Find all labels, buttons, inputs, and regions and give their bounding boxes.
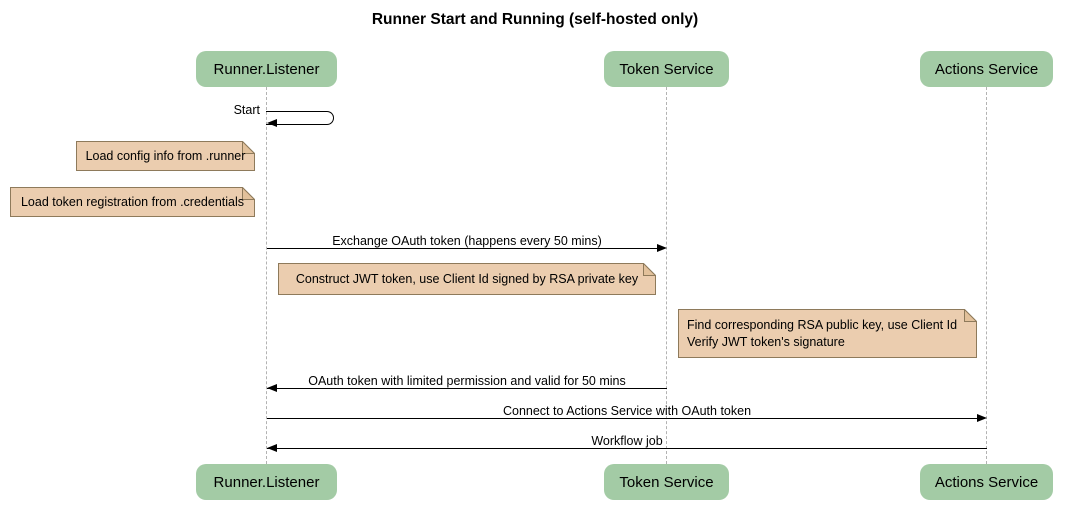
actor-label: Actions Service [934, 473, 1039, 491]
message-label-exchange-oauth: Exchange OAuth token (happens every 50 m… [332, 234, 602, 248]
message-label-connect-actions: Connect to Actions Service with OAuth to… [502, 404, 752, 418]
actor-runner-listener-bottom: Runner.Listener [196, 464, 337, 500]
note-verify-jwt: Find corresponding RSA public key, use C… [678, 309, 977, 358]
actor-token-service-bottom: Token Service [604, 464, 729, 500]
note-text: Construct JWT token, use Client Id signe… [295, 271, 639, 286]
note-text: Find corresponding RSA public key, use C… [687, 317, 958, 349]
actor-label: Actions Service [934, 60, 1039, 78]
note-load-token-registration: Load token registration from .credential… [10, 187, 255, 217]
actor-actions-service-top: Actions Service [920, 51, 1053, 87]
note-shape [10, 187, 255, 217]
diagram-title: Runner Start and Running (self-hosted on… [371, 11, 699, 28]
actor-label: Runner.Listener [213, 60, 320, 78]
note-construct-jwt: Construct JWT token, use Client Id signe… [278, 263, 656, 295]
note-shape [76, 141, 255, 171]
message-label-start: Start [233, 103, 260, 117]
arrowhead-connect-actions [977, 414, 987, 422]
message-line-connect-actions [267, 418, 977, 419]
self-message-arrow-start [266, 111, 334, 125]
lifeline-runner-listener [266, 87, 267, 464]
actor-token-service-top: Token Service [604, 51, 729, 87]
arrowhead-exchange-oauth [657, 244, 667, 252]
actor-label: Runner.Listener [213, 473, 320, 491]
actor-actions-service-bottom: Actions Service [920, 464, 1053, 500]
note-load-config: Load config info from .runner [76, 141, 255, 171]
message-line-workflow-job [267, 448, 987, 449]
message-label-oauth-token-back: OAuth token with limited permission and … [308, 374, 626, 388]
lifeline-actions-service [986, 87, 987, 464]
note-shape [278, 263, 656, 295]
actor-label: Token Service [619, 473, 714, 491]
message-line-exchange-oauth [267, 248, 657, 249]
arrowhead-oauth-token-back [267, 384, 277, 392]
message-label-workflow-job: Workflow job [591, 434, 663, 448]
arrowhead-workflow-job [267, 444, 277, 452]
note-shape [678, 309, 977, 358]
actor-runner-listener-top: Runner.Listener [196, 51, 337, 87]
arrowhead-start [267, 119, 277, 127]
note-text: Load token registration from .credential… [20, 194, 245, 209]
message-line-oauth-token-back [267, 388, 667, 389]
actor-label: Token Service [619, 60, 714, 78]
note-text: Load config info from .runner [85, 148, 246, 163]
lifeline-token-service [666, 87, 667, 464]
